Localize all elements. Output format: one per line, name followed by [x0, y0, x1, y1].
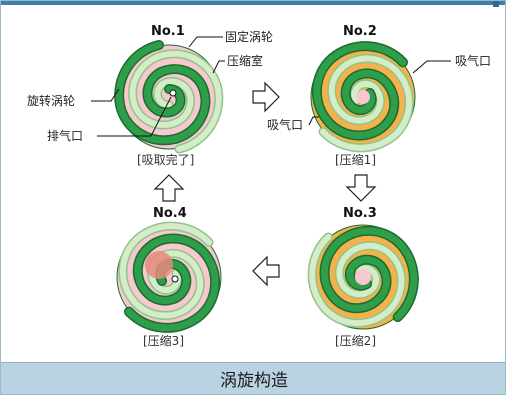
footer-title: 涡旋构造: [220, 371, 288, 391]
exhaust-port-dot-no4: [171, 275, 179, 283]
caption-no1: [吸取完了]: [137, 152, 194, 167]
leader-exhaust: [97, 96, 172, 137]
stage-title-no2: No.2: [343, 24, 377, 39]
top-accent-bar: [1, 1, 505, 7]
right-arrow-icon: [252, 81, 280, 113]
leader-orbit: [91, 88, 120, 102]
scroll-diagram: No.1 固定涡轮 压缩室 旋转涡轮 排气口 [吸取完了] No.2: [27, 1, 491, 365]
center-pocket-no2: [356, 90, 370, 104]
caption-no3: [压缩2]: [335, 333, 376, 348]
label-compression-chamber: 压缩室: [227, 53, 263, 68]
top-accent-nub: [493, 1, 499, 7]
leader-intake-right: [412, 60, 451, 74]
up-arrow-icon: [153, 174, 185, 202]
label-orbiting-scroll: 旋转涡轮: [27, 93, 75, 108]
stage-title-no1: No.1: [151, 24, 185, 39]
footer-title-bar: 涡旋构造: [1, 362, 505, 394]
caption-no2: [压缩1]: [335, 152, 376, 167]
label-fixed-scroll: 固定涡轮: [225, 29, 273, 44]
leader-chamber: [212, 60, 225, 74]
stage-title-no3: No.3: [343, 206, 377, 221]
exhaust-port-dot-no1: [169, 89, 177, 97]
left-arrow-icon: [252, 255, 280, 287]
caption-no4: [压缩3]: [143, 333, 184, 348]
stage-title-no4: No.4: [153, 206, 187, 221]
stage-no4: No.4 [压缩3]: [99, 206, 239, 348]
stage-no1: No.1 固定涡轮 压缩室 旋转涡轮 排气口 [吸取完了]: [27, 24, 273, 167]
label-intake-left: 吸气口: [267, 117, 303, 132]
stage-no2: No.2 吸气口 吸气口 [压缩1]: [267, 24, 491, 167]
down-arrow-icon: [345, 174, 377, 202]
center-pocket-no3: [355, 269, 371, 285]
label-exhaust-port: 排气口: [47, 128, 83, 143]
leader-fixed: [188, 36, 223, 48]
label-intake-right: 吸气口: [455, 53, 491, 68]
leader-intake-left: [308, 116, 319, 126]
stage-no3: No.3 [压缩2]: [294, 206, 432, 348]
compressed-pocket-no4: [145, 251, 173, 279]
